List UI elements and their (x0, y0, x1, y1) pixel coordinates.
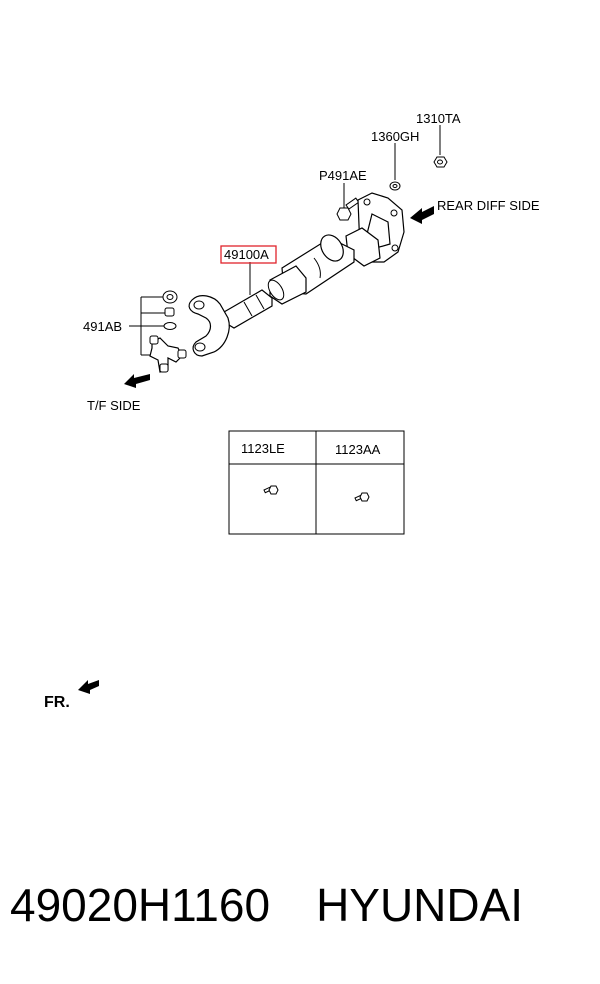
label-1310ta: 1310TA (416, 111, 461, 126)
caption-brand: HYUNDAI (316, 879, 524, 931)
label-front: FR. (44, 694, 70, 711)
rear-diff-arrow-icon (410, 206, 434, 224)
label-p491ae: P491AE (319, 168, 367, 183)
bolt-p491ae (336, 197, 360, 221)
label-tf-side: T/F SIDE (87, 398, 141, 413)
propeller-shaft-49100a (188, 192, 405, 357)
tf-side-arrow-icon (124, 374, 150, 388)
caption-part-number: 49020H1160 (10, 879, 271, 931)
label-49100a: 49100A (224, 247, 269, 262)
table-header-1123le: 1123LE (241, 441, 285, 456)
bolt-1123le-icon (263, 485, 279, 495)
label-491ab: 491AB (83, 319, 122, 334)
bolt-1123aa-icon (354, 492, 370, 502)
fastener-table: 1123LE 1123AA (228, 430, 405, 535)
caption: 49020H1160 HYUNDAI (10, 878, 600, 932)
highlight-box-49100a (220, 245, 277, 264)
leader-lines (129, 125, 441, 356)
nut-1310ta (433, 156, 448, 168)
ujoint-kit-491ab (149, 290, 187, 373)
front-arrow-icon (78, 680, 99, 694)
label-rear-diff-side: REAR DIFF SIDE (437, 198, 540, 213)
table-header-1123aa: 1123AA (335, 442, 381, 457)
label-1360gh: 1360GH (371, 129, 419, 144)
washer-1360gh (389, 181, 401, 191)
